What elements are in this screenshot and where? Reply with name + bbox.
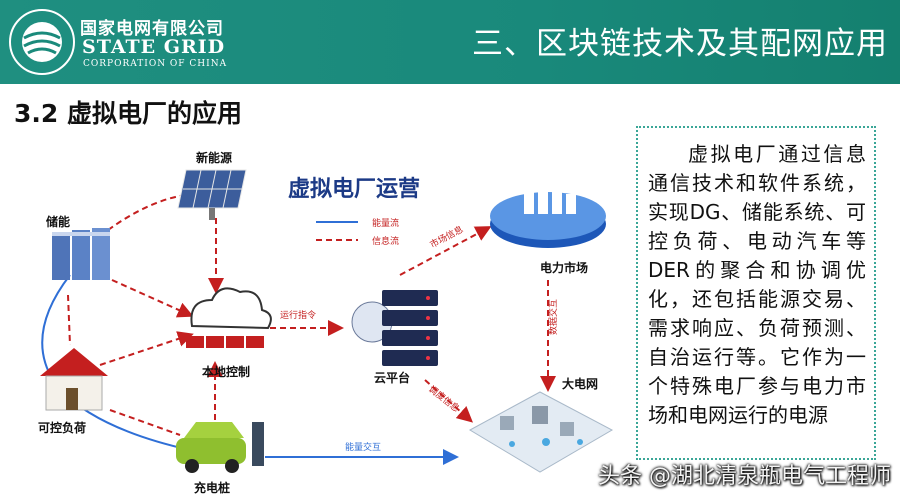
logo-chinese-name: 国家电网有限公司 [80,19,224,39]
edge-label-dispatch-info: 调度信息 [426,383,462,415]
edge-label-data-exchange: 数据交互 [547,299,559,335]
node-label-main-grid: 大电网 [562,376,598,391]
info-edge-storage-load [67,294,71,346]
description-text: 虚拟电厂通过信息通信技术和软件系统，实现DG、储能系统、可控负荷、电动汽车等DE… [636,126,876,460]
watermark: 头条 @湖北清泉瓶电气工程师 [598,464,891,489]
cloud-server-icon [351,290,438,366]
node-label-local-control: 本地控制 [202,364,250,379]
legend-info-label: 信息流 [372,235,399,247]
node-label-new-energy: 新能源 [196,150,232,165]
info-edge-cloud-market [399,226,492,276]
node-label-controllable-load: 可控负荷 [38,420,86,435]
diagram-title: 虚拟电厂运营 [288,176,420,202]
info-edge-load-local [99,331,194,366]
ev-charger-icon [176,422,264,473]
battery-storage-icon [52,228,110,280]
local-control-icon [186,287,272,348]
edge-label-market-info: 市场信息 [428,223,465,251]
house-icon [40,348,108,411]
section-title: 3.2 虚拟电厂的应用 [14,99,242,128]
node-label-storage: 储能 [46,214,70,229]
main-grid-icon [468,391,614,473]
edge-label-operation: 运行指令 [280,309,316,321]
legend-energy-label: 能量流 [372,217,399,229]
logo-english-name: STATE GRID [82,36,226,58]
header-bar: 国家电网有限公司 STATE GRID CORPORATION OF CHINA… [0,0,900,84]
vpp-diagram: 虚拟电厂运营 能量流 信息流 市场信息 运行指令 数据交互 调度信息 能量交互 … [38,150,614,495]
info-edge-cloud-grid [424,379,473,423]
info-edge-load-charger [109,409,181,436]
logo-english-subname: CORPORATION OF CHINA [83,59,228,69]
slide-title: 三、区块链技术及其配网应用 [472,26,888,62]
node-label-charging-pile: 充电桩 [194,480,230,495]
edge-label-energy-exchange: 能量交互 [345,441,381,453]
info-edge-storage-newenergy [107,194,187,231]
info-edge-storage-local [111,279,194,318]
power-market-icon [490,172,606,248]
node-label-cloud-platform: 云平台 [374,370,410,385]
node-label-power-market: 电力市场 [540,260,588,275]
solar-panel-icon [177,169,247,220]
state-grid-logo-icon [9,9,75,75]
